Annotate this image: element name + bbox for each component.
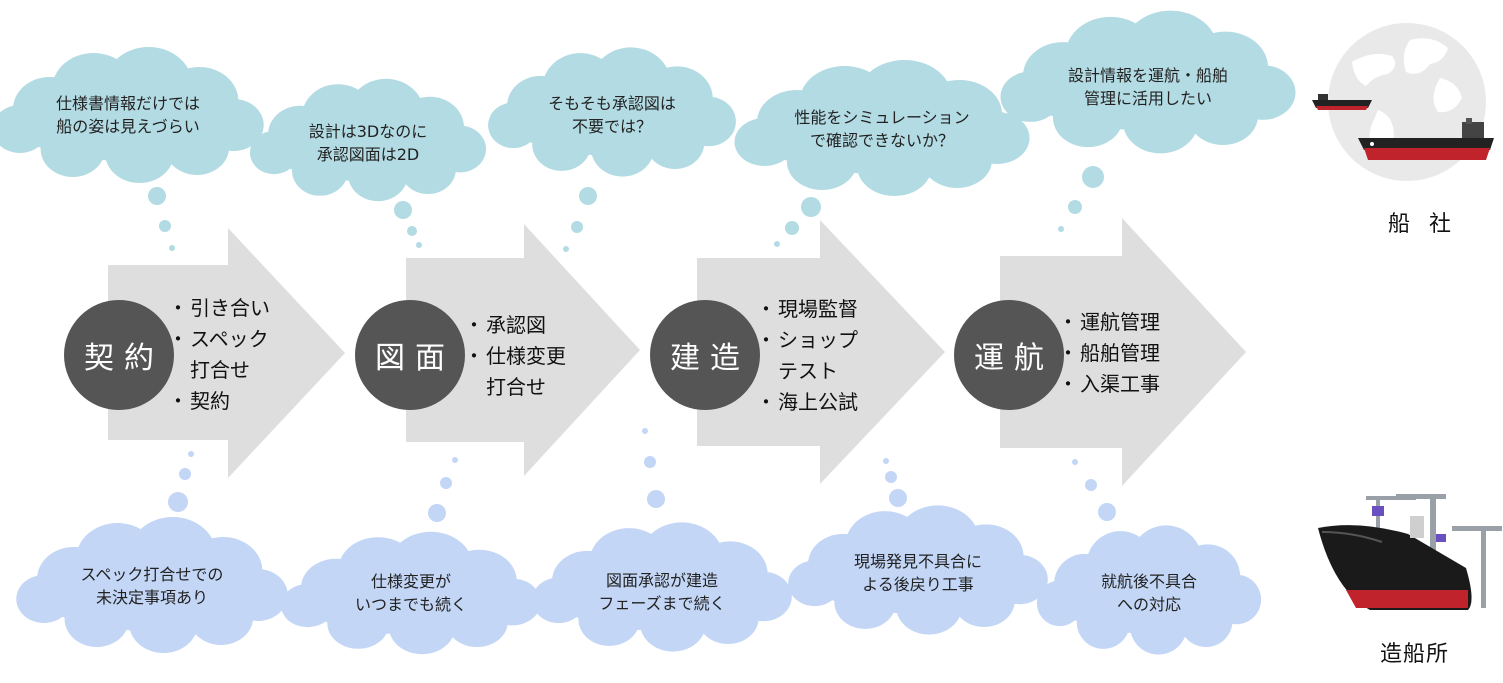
stage-item: 船舶管理 (1058, 338, 1160, 369)
top-cloud-text-4: 性能をシミュレーション で確認できないか？ (794, 108, 970, 150)
bottom-cloud-text-4: 現場発見不具合に よる後戻り工事 (853, 552, 982, 594)
top-cloud-bubbles (148, 166, 1104, 252)
stage-item: スペック 打合せ (168, 324, 270, 386)
stage-item: ショップ テスト (756, 325, 858, 387)
bottom-cloud-bubbles (168, 428, 1116, 522)
stage-title-zumen: 図面 (355, 300, 465, 410)
stage-title-kenzo: 建造 (650, 300, 760, 410)
owner-label: 船 社 (1388, 212, 1457, 237)
stage-item: 引き合い (168, 293, 270, 324)
stage-title-unko: 運航 (954, 300, 1064, 410)
stage-items-unko: 運航管理 船舶管理 入渠工事 (1058, 307, 1160, 400)
top-cloud-text-1: 仕様書情報だけでは 船の姿は見えづらい (55, 94, 200, 136)
stage-item: 仕様変更 打合せ (464, 341, 566, 403)
shipyard-label: 造船所 (1380, 642, 1450, 667)
stage-title-keiyaku: 契約 (64, 300, 174, 410)
stage-item: 契約 (168, 386, 270, 417)
stage-item: 海上公試 (756, 387, 858, 418)
top-cloud-text-3: そもそも承認図は 不要では？ (548, 94, 676, 136)
stage-items-zumen: 承認図 仕様変更 打合せ (464, 310, 566, 403)
stage-items-kenzo: 現場監督 ショップ テスト 海上公試 (756, 294, 858, 418)
bottom-cloud-text-5: 就航後不具合 への対応 (1100, 572, 1197, 614)
stage-item: 入渠工事 (1058, 369, 1160, 400)
stage-item: 現場監督 (756, 294, 858, 325)
top-cloud-text-5: 設計情報を運航・船舶 管理に活用したい (1067, 66, 1228, 108)
bottom-cloud-text-2: 仕様変更が いつまでも続く (354, 572, 467, 614)
stage-item: 運航管理 (1058, 307, 1160, 338)
bottom-cloud-text-3: 図面承認が建造 フェーズまで続く (598, 571, 726, 613)
stage-items-keiyaku: 引き合い スペック 打合せ 契約 (168, 293, 270, 417)
globe-with-ships-icon (1312, 23, 1494, 181)
top-cloud-text-2: 設計は3Dなのに 承認図面は2D (308, 122, 428, 164)
bottom-cloud-text-1: スペック打合せでの 未決定事項あり (80, 565, 224, 607)
ship-under-construction-icon (1318, 494, 1502, 610)
stage-item: 承認図 (464, 310, 566, 341)
